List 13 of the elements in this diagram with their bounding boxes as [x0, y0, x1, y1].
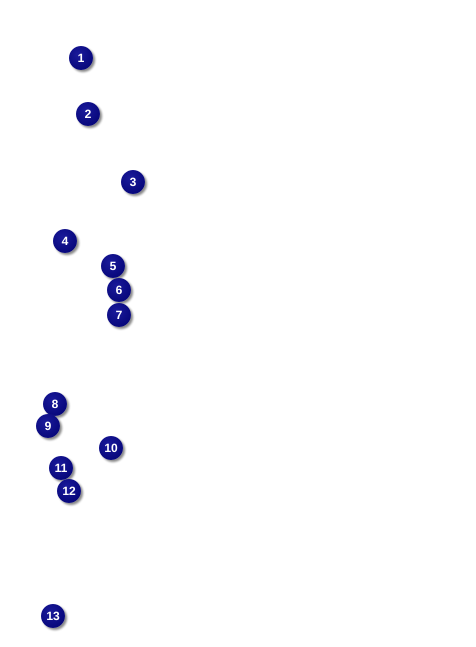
- callout-number: 10: [99, 436, 123, 460]
- callout-number: 7: [107, 303, 131, 327]
- callout-number: 5: [101, 254, 125, 278]
- callout-number: 9: [36, 414, 60, 438]
- callout-number: 8: [43, 392, 67, 416]
- callout-number: 13: [41, 604, 65, 628]
- callout-number: 4: [53, 229, 77, 253]
- callout-number: 12: [57, 479, 81, 503]
- callout-number: 2: [76, 102, 100, 126]
- callout-number: 1: [69, 46, 93, 70]
- callout-number: 6: [107, 278, 131, 302]
- callout-number: 11: [49, 456, 73, 480]
- callout-number: 3: [121, 170, 145, 194]
